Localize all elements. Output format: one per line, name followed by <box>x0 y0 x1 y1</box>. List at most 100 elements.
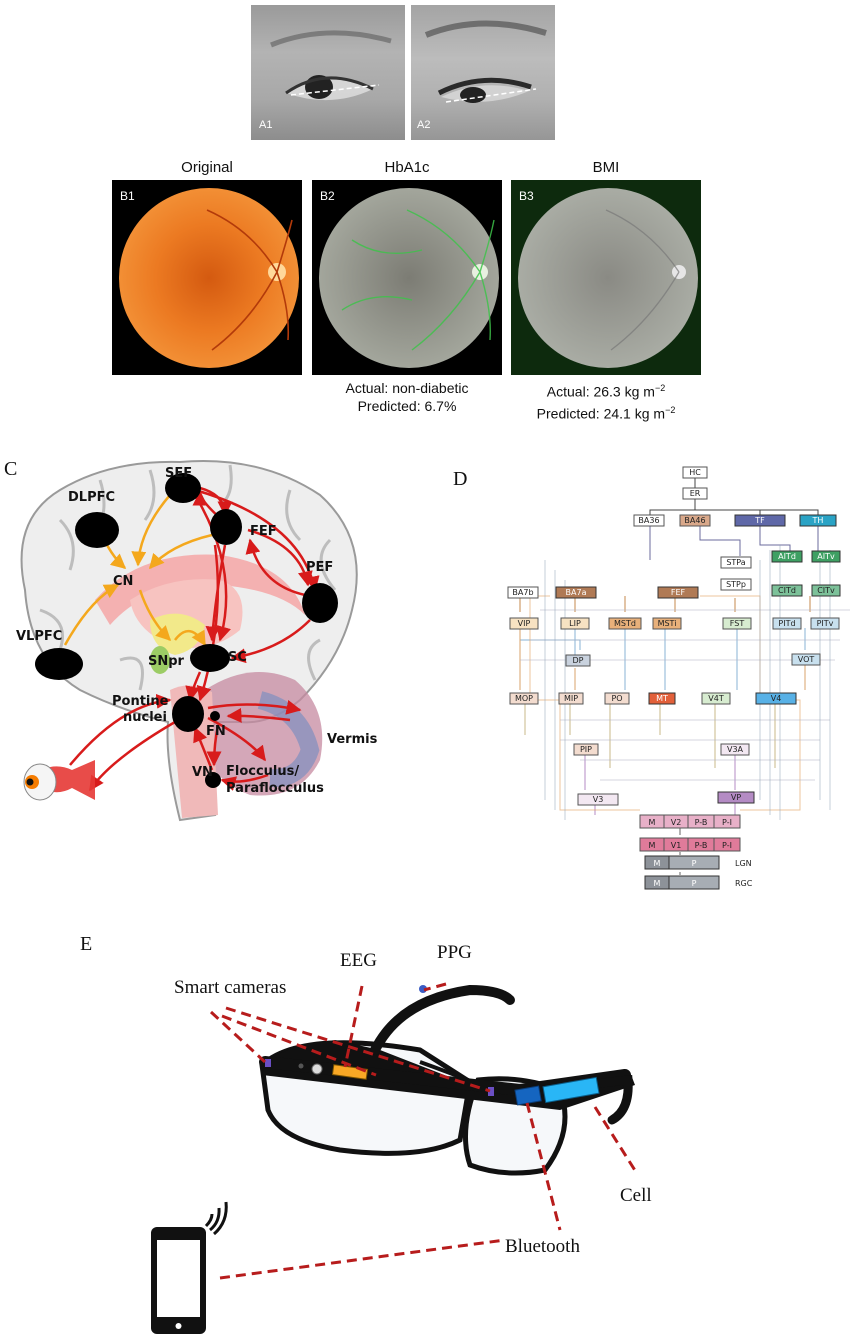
node-box-v4t <box>701 692 731 705</box>
node-label-lgn-p: P <box>692 859 697 868</box>
node-label-lgn: LGN <box>735 859 752 868</box>
label-smart-cameras: Smart cameras <box>174 977 287 998</box>
hba1c-actual: Actual: non-diabetic <box>345 380 469 396</box>
node-label-v1-pb: P-B <box>695 841 708 850</box>
node-fef <box>210 509 242 545</box>
node-fn <box>210 711 220 721</box>
arrow-fn-vn <box>206 724 222 767</box>
arrow-cn-snpr <box>138 589 172 642</box>
node-label-v2-pi: P-I <box>722 818 732 827</box>
label-pef: PEF <box>306 560 334 575</box>
node-label-po: PO <box>611 694 622 703</box>
label-vn: VN <box>192 765 213 780</box>
node-label-vip: VIP <box>518 619 531 628</box>
bmi-actual: Actual: 26.3 kg m−2 <box>546 383 666 400</box>
node-label-v4t: V4T <box>708 694 724 703</box>
node-label-rgc: RGC <box>735 879 753 888</box>
node-box-v1-pi <box>713 837 741 852</box>
node-box-rgc-p <box>668 875 720 890</box>
node-label-fst: FST <box>730 619 745 628</box>
node-box-fst <box>722 617 752 630</box>
substantia-nigra-shape <box>150 646 170 674</box>
node-label-mip: MIP <box>564 694 578 703</box>
node-box-mop <box>509 692 539 705</box>
node-box-pitd <box>772 617 802 630</box>
node-box-fef <box>657 586 699 599</box>
node-box-stpa <box>720 556 752 569</box>
eye-photo-a2-drawing <box>424 20 547 103</box>
node-box-th <box>799 514 837 527</box>
arrow-fef-cn <box>149 533 213 570</box>
corpus-callosum <box>95 554 305 625</box>
node-label-v1: V1 <box>671 841 682 850</box>
node-box-msti <box>652 617 682 630</box>
label-vermis: Vermis <box>327 732 378 747</box>
node-label-lgn-m: M <box>654 859 661 868</box>
arrow-eye-pontine <box>69 693 172 766</box>
fundus-b2-label: B2 <box>320 189 335 203</box>
node-box-vot <box>791 653 821 666</box>
node-label-v1-m: M <box>649 841 656 850</box>
arrow-vlpfc-cn <box>63 583 120 646</box>
leader-lines <box>209 982 638 1280</box>
arrow-flocculus-vn <box>220 773 269 791</box>
node-sc <box>190 644 230 672</box>
node-pef <box>302 583 338 623</box>
node-box-vp <box>717 791 755 804</box>
arrow-pef-fef <box>245 538 306 597</box>
label-sef: SEF <box>165 466 193 481</box>
node-box-mt <box>648 692 676 705</box>
node-label-v3a: V3A <box>727 745 744 754</box>
fundus-image-bmi: B3 <box>511 180 701 375</box>
node-label-v4: V4 <box>771 694 782 703</box>
camera-left-marker <box>265 1059 271 1067</box>
eyeball-icon <box>23 760 95 801</box>
node-label-pip: PIP <box>580 745 592 754</box>
node-label-pitv: PITv <box>817 619 834 628</box>
eye-photo-a1: A1 <box>251 5 405 140</box>
eye-photo-a2-label: A2 <box>417 119 431 131</box>
node-box-lgn-p <box>668 855 720 870</box>
node-label-dp: DP <box>573 656 584 665</box>
smartphone-icon <box>151 1201 228 1334</box>
fundus-title-bmi: BMI <box>592 159 620 176</box>
node-label-mop: MOP <box>515 694 533 703</box>
node-label-ba36: BA36 <box>638 516 659 525</box>
arrow-pef-sc <box>230 619 311 664</box>
node-label-tf: TF <box>754 516 765 525</box>
node-label-pitd: PITd <box>778 619 795 628</box>
label-eeg: EEG <box>340 950 377 971</box>
label-fn: FN <box>206 724 226 739</box>
node-box-hc <box>682 466 708 479</box>
camera-lens-icon <box>311 1063 323 1075</box>
arrow-sef-cn <box>131 494 171 567</box>
bluetooth-module <box>514 1085 542 1106</box>
hba1c-predicted: Predicted: 6.7% <box>357 398 457 414</box>
fundus-title-original: Original <box>181 159 233 176</box>
label-snpr: SNpr <box>148 654 184 669</box>
node-label-rgc-m: M <box>654 879 661 888</box>
node-label-rgc-p: P <box>692 879 697 888</box>
fundus-b1-label: B1 <box>120 189 135 203</box>
label-dlpfc: DLPFC <box>68 490 116 505</box>
node-vlpfc <box>35 648 83 680</box>
node-box-pitv <box>810 617 840 630</box>
node-label-fef: FEF <box>671 588 686 597</box>
panel-e-letter: E <box>80 933 93 955</box>
arrow-fef-pef <box>247 528 313 587</box>
label-ppg: PPG <box>437 942 472 963</box>
arrow-snpr-sc <box>174 629 207 647</box>
fundus-hba1c-drawing: B2 <box>319 188 499 368</box>
vermis-shape <box>257 691 320 788</box>
arrow-pontine-flocculus <box>207 716 266 762</box>
node-label-v2: V2 <box>671 818 682 827</box>
node-box-po <box>604 692 630 705</box>
node-box-tf <box>734 514 786 527</box>
node-box-v4 <box>755 692 797 705</box>
node-label-er: ER <box>690 489 701 498</box>
node-label-mstd: MSTd <box>614 619 636 628</box>
label-pontine-1: Pontine <box>112 694 169 709</box>
node-box-ba46 <box>679 514 711 527</box>
